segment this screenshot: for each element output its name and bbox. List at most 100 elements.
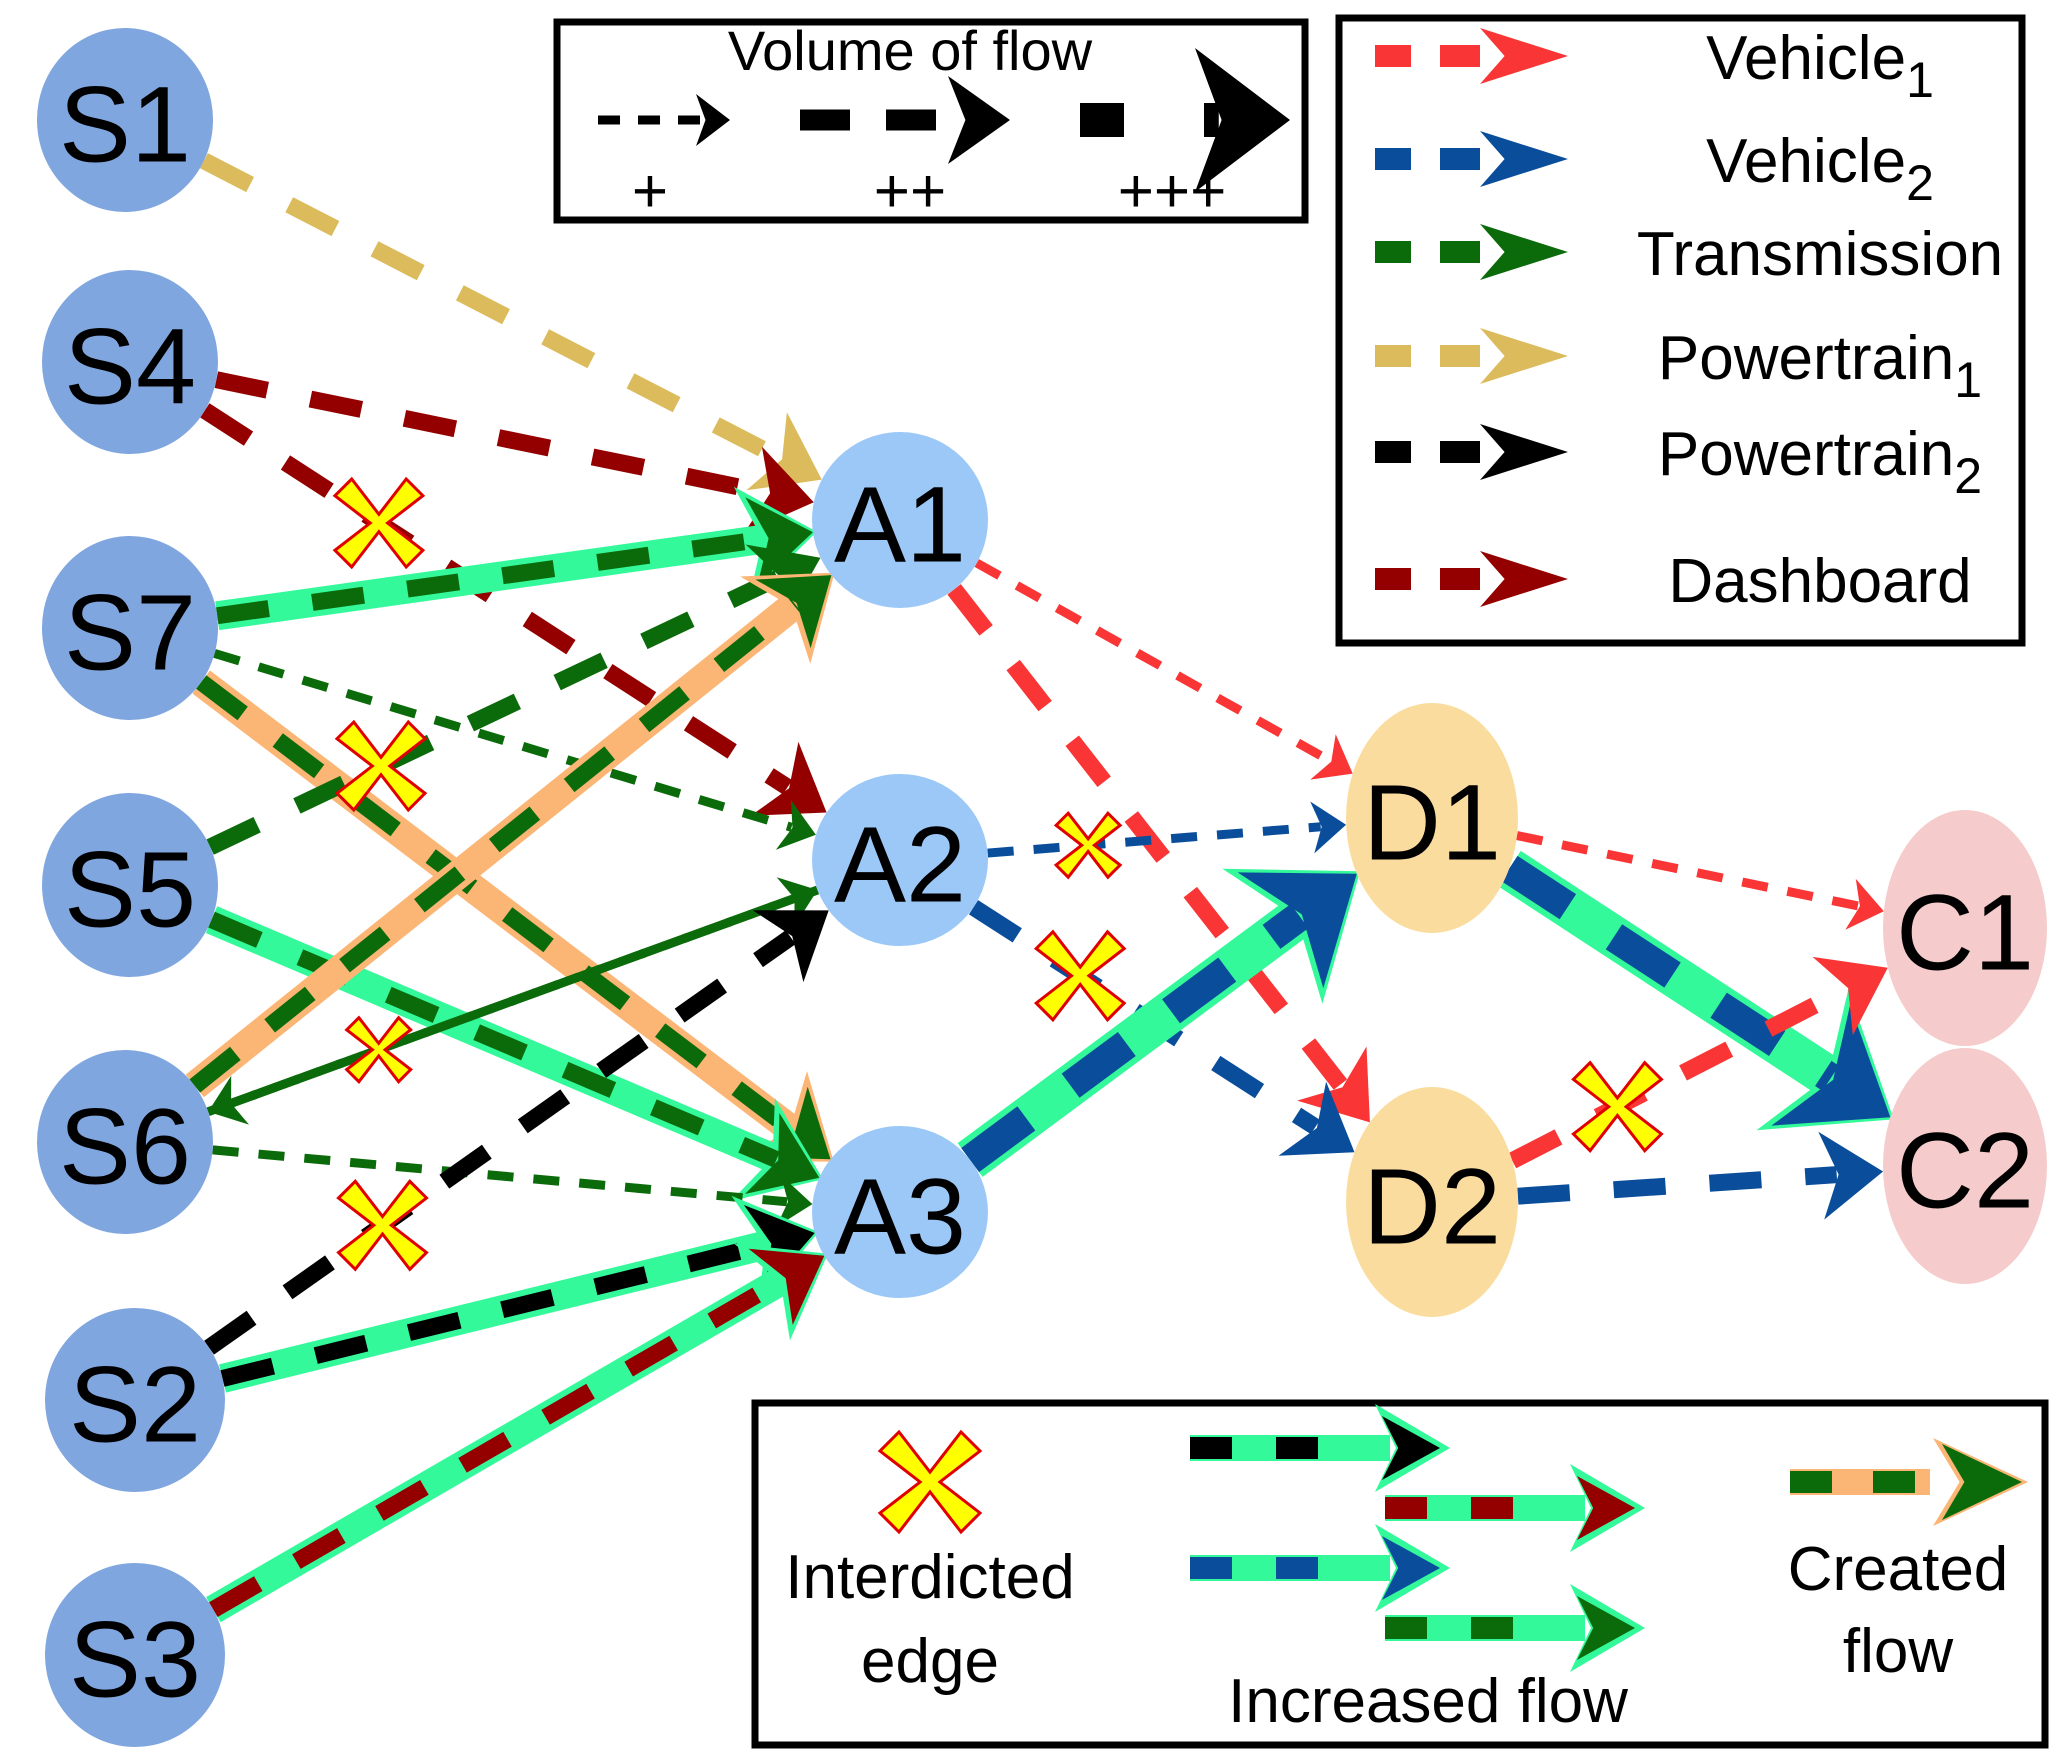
edge-D1-C2 [1497, 850, 1894, 1131]
node-S7[interactable]: S7 [42, 536, 218, 720]
product-legend-dash [1375, 568, 1411, 590]
product-legend-name: Transmission [1637, 220, 2003, 289]
edge-line [209, 1271, 789, 1618]
interdicted-edge-icon [336, 1179, 429, 1272]
increased-flow-arrowhead [1382, 1536, 1440, 1600]
volume-sample-2 [800, 76, 1010, 164]
status-legend: Interdicted edge Increased flow Created … [751, 1399, 2049, 1749]
node-A3[interactable]: A3 [812, 1126, 988, 1298]
node-label: S4 [64, 306, 196, 427]
product-legend-dash [1440, 568, 1480, 590]
node-circle[interactable] [37, 1050, 213, 1234]
product-legend-label: Dashboard [1668, 547, 1971, 616]
node-C2[interactable]: C2 [1883, 1048, 2047, 1284]
product-legend-item-powertrain1: Powertrain1 [1375, 324, 1982, 408]
node-label: A2 [834, 804, 966, 925]
node-label: C1 [1896, 872, 2034, 993]
edge-A1-D1 [974, 559, 1353, 780]
status-legend-items [877, 1404, 2028, 1672]
node-circle[interactable] [45, 1308, 225, 1492]
edge-line [213, 649, 793, 832]
edge-line [1501, 855, 1839, 1091]
node-circle[interactable] [37, 28, 213, 212]
node-S5[interactable]: S5 [42, 793, 218, 977]
product-legend-label: Powertrain1 [1658, 324, 1982, 408]
product-legend-arrow-icon [1480, 28, 1568, 84]
edge-arrowhead [1297, 1046, 1370, 1123]
node-S6[interactable]: S6 [37, 1050, 213, 1234]
edge-S3-A3 [206, 1243, 828, 1623]
node-circle[interactable] [812, 432, 988, 608]
edge-line [987, 822, 1322, 858]
edge-arrowhead [750, 741, 827, 816]
edge-S7-A2 [213, 649, 816, 850]
increased-flow-arrowhead [1577, 1476, 1635, 1540]
product-legend-name: Vehicle [1706, 24, 1906, 93]
product-legend-item-powertrain2: Powertrain2 [1375, 420, 1982, 504]
node-circle[interactable] [1883, 1048, 2047, 1284]
node-C1[interactable]: C1 [1883, 810, 2047, 1046]
interdicted-edge-legend-icon [877, 1429, 983, 1535]
product-legend: Vehicle 1 Vehicle2TransmissionPowertrain1P… [1335, 14, 2026, 647]
product-legend-item-dashboard: Dashboard [1375, 547, 1972, 616]
edge-highlight [215, 524, 769, 631]
product-legend-subscript: 2 [1954, 448, 1982, 504]
node-label: S5 [64, 829, 196, 950]
edge-arrowhead [1278, 1081, 1355, 1156]
product-legend-items: Vehicle 1 Vehicle2TransmissionPowertrain1P… [1375, 24, 2003, 616]
edge-arrowhead [1812, 956, 1888, 1036]
edge-S5-A3 [205, 906, 823, 1202]
increased-flow-dash [1471, 1497, 1513, 1519]
node-D1[interactable]: D1 [1346, 703, 1518, 933]
node-label: D2 [1363, 1146, 1501, 1267]
edge-highlight [219, 1229, 773, 1393]
product-legend-arrow-icon [1480, 551, 1568, 607]
node-circle[interactable] [42, 270, 218, 454]
edge-A2-D1 [987, 801, 1347, 858]
product-legend-name: Dashboard [1668, 547, 1971, 616]
interdicted-edge-icon [1053, 810, 1123, 880]
node-circle[interactable] [812, 774, 988, 946]
increased-flow-dash [1471, 1617, 1513, 1639]
edge-line [212, 1145, 788, 1207]
node-circle[interactable] [812, 1126, 988, 1298]
node-A2[interactable]: A2 [812, 774, 988, 946]
product-legend-item-vehicle2: Vehicle2 [1375, 127, 1934, 211]
edge-line [230, 885, 820, 1108]
node-circle[interactable] [45, 1563, 225, 1747]
node-S3[interactable]: S3 [45, 1563, 225, 1747]
edge-arrowhead [1818, 1131, 1884, 1220]
product-legend-dash [1375, 345, 1411, 367]
node-circle[interactable] [1346, 703, 1518, 933]
created-flow-dash [1873, 1471, 1915, 1493]
node-label: S7 [64, 572, 196, 693]
product-legend-label: Vehicle2 [1706, 127, 1934, 211]
edge-line [189, 597, 801, 1093]
edge-line [1516, 831, 1860, 911]
node-A1[interactable]: A1 [812, 432, 988, 608]
product-legend-subscript: 1 [1954, 352, 1982, 408]
volume-level-2-label: ++ [874, 157, 946, 226]
node-circle[interactable] [42, 793, 218, 977]
node-D2[interactable]: D2 [1346, 1087, 1518, 1317]
edge-S2-A3 [219, 1195, 819, 1393]
node-circle[interactable] [1346, 1087, 1518, 1317]
edge-A3-D1 [957, 868, 1360, 1177]
interdiction-markers [332, 476, 1664, 1272]
node-S1[interactable]: S1 [37, 28, 213, 212]
product-legend-subscript: 2 [1906, 155, 1934, 211]
edge-arrowhead [755, 575, 832, 649]
product-legend-label: Transmission [1637, 220, 2003, 289]
node-S4[interactable]: S4 [42, 270, 218, 454]
increased-flow-arrowhead [1577, 1596, 1635, 1660]
node-circle[interactable] [42, 536, 218, 720]
node-S2[interactable]: S2 [45, 1308, 225, 1492]
interdicted-label-line1: Interdicted [785, 1543, 1075, 1612]
edge-arrowhead [1310, 734, 1353, 780]
edge-line [200, 153, 785, 466]
volume-sample-3 [1080, 48, 1290, 192]
node-label: S6 [59, 1086, 191, 1207]
node-label: A3 [834, 1156, 966, 1277]
node-circle[interactable] [1883, 810, 2047, 1046]
